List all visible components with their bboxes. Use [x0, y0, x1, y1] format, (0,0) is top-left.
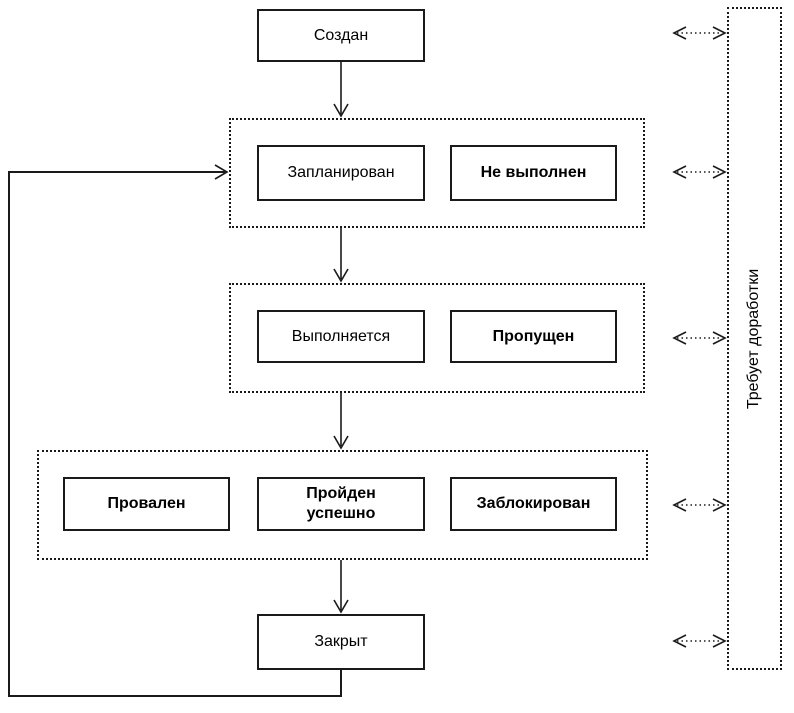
node-failed: Провален [63, 477, 230, 531]
double-arrow-row2-rework [672, 331, 727, 345]
double-arrow-created-rework [672, 26, 727, 40]
node-not-executed: Не выполнен [450, 145, 617, 201]
node-passed-successfully: Пройден успешно [257, 477, 425, 531]
node-closed: Закрыт [257, 614, 425, 670]
node-in-progress: Выполняется [257, 310, 425, 363]
arrow-closed-to-row1-feedback [8, 164, 342, 697]
node-skipped: Пропущен [450, 310, 617, 363]
arrow-row3-to-closed [333, 560, 349, 614]
node-needs-rework: Требует доработки [727, 7, 782, 670]
arrow-created-to-row1 [333, 62, 349, 118]
double-arrow-closed-rework [672, 634, 727, 648]
group-row2-execution [229, 283, 645, 393]
double-arrow-row3-rework [672, 498, 727, 512]
node-planned: Запланирован [257, 145, 425, 201]
arrow-row2-to-row3 [333, 393, 349, 450]
group-row1-scheduled [229, 118, 645, 228]
node-created: Создан [257, 9, 425, 62]
double-arrow-row1-rework [672, 165, 727, 179]
node-blocked: Заблокирован [450, 477, 617, 531]
needs-rework-label: Требует доработки [745, 268, 763, 409]
group-row3-results [37, 450, 648, 560]
arrow-row1-to-row2 [333, 228, 349, 283]
